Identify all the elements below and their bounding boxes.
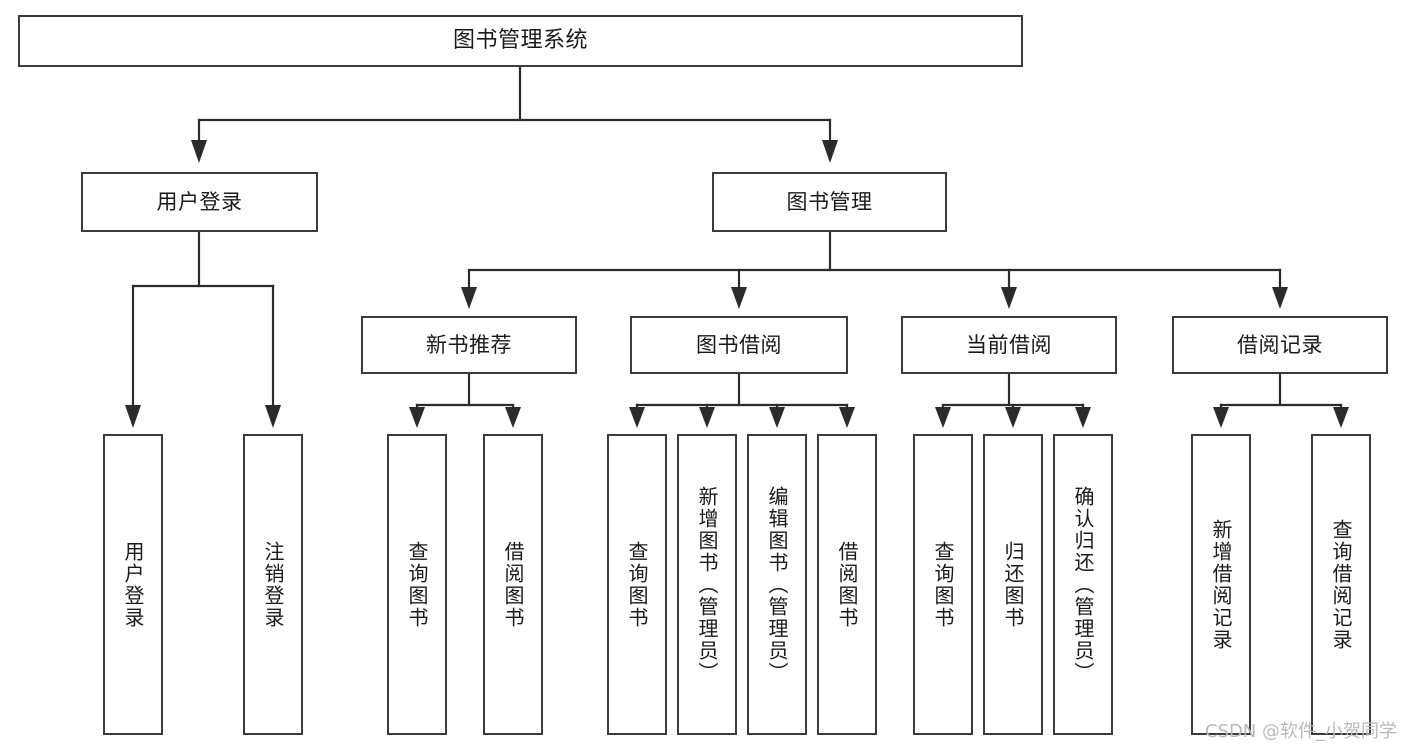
arrowhead-leaf-return-book	[1005, 407, 1021, 428]
node-book-borrow[interactable]: 图书借阅	[630, 316, 848, 374]
arrowhead-leaf-query-record	[1333, 407, 1349, 428]
node-leaf-borrow-book[interactable]: 借阅图书	[817, 434, 877, 735]
node-leaf-add-borrow-record[interactable]: 新增借阅记录	[1191, 434, 1251, 735]
node-root-system[interactable]: 图书管理系统	[18, 15, 1023, 67]
node-leaf-query-book-rec[interactable]: 查询图书	[387, 434, 447, 735]
node-label: 确认归还（管理员）	[1071, 485, 1095, 684]
node-label: 注销登录	[261, 540, 285, 629]
node-label: 编辑图书（管理员）	[765, 485, 789, 684]
arrowhead-leaf-user-login	[125, 405, 141, 428]
node-label: 图书管理	[786, 189, 873, 214]
node-leaf-query-book-borrow[interactable]: 查询图书	[607, 434, 667, 735]
node-label: 图书借阅	[696, 332, 782, 357]
node-label: 用户登录	[156, 189, 243, 214]
node-leaf-return-book[interactable]: 归还图书	[983, 434, 1043, 735]
arrowhead-user-login	[191, 140, 207, 163]
node-label: 查询图书	[625, 540, 649, 629]
arrowhead-borrow-record	[1272, 287, 1288, 309]
node-label: 新增图书（管理员）	[695, 485, 719, 684]
node-leaf-logout[interactable]: 注销登录	[243, 434, 303, 735]
node-leaf-user-login[interactable]: 用户登录	[103, 434, 163, 735]
arrowhead-leaf-confirm-return	[1075, 407, 1091, 428]
node-user-login[interactable]: 用户登录	[81, 172, 318, 232]
arrowhead-leaf-borrow-book-2	[839, 407, 855, 428]
arrowhead-leaf-edit-book	[769, 407, 785, 428]
node-leaf-confirm-return-admin[interactable]: 确认归还（管理员）	[1053, 434, 1113, 735]
arrowhead-leaf-query-book-2	[629, 407, 645, 428]
node-leaf-borrow-book-rec[interactable]: 借阅图书	[483, 434, 543, 735]
arrowhead-leaf-add-book	[699, 407, 715, 428]
arrowhead-leaf-logout	[265, 405, 281, 428]
node-label: 新书推荐	[426, 332, 512, 357]
node-leaf-edit-book-admin[interactable]: 编辑图书（管理员）	[747, 434, 807, 735]
node-label: 当前借阅	[966, 332, 1052, 357]
arrowhead-leaf-borrow-book-1	[505, 407, 521, 428]
node-current-borrow[interactable]: 当前借阅	[901, 316, 1117, 374]
node-label: 查询借阅记录	[1329, 518, 1353, 651]
arrowhead-current-borrow	[1001, 287, 1017, 309]
node-leaf-query-book-current[interactable]: 查询图书	[913, 434, 973, 735]
arrowhead-leaf-query-book-3	[935, 407, 951, 428]
node-new-book-recommendation[interactable]: 新书推荐	[361, 316, 577, 374]
node-label: 借阅记录	[1237, 332, 1323, 357]
node-label: 查询图书	[931, 540, 955, 629]
arrowhead-book-mgmt	[822, 140, 838, 163]
node-label: 查询图书	[405, 540, 429, 629]
node-label: 归还图书	[1001, 540, 1025, 629]
node-label: 借阅图书	[835, 540, 859, 629]
arrowhead-book-borrow	[731, 287, 747, 309]
node-leaf-query-borrow-record[interactable]: 查询借阅记录	[1311, 434, 1371, 735]
node-label: 用户登录	[121, 540, 145, 629]
node-label: 图书管理系统	[452, 28, 588, 54]
csdn-watermark: CSDN @软件_小贺同学	[1204, 721, 1397, 742]
arrowhead-leaf-query-book-1	[409, 407, 425, 428]
node-label: 借阅图书	[501, 540, 525, 629]
arrowhead-new-book-rec	[461, 287, 477, 309]
node-label: 新增借阅记录	[1209, 518, 1233, 651]
arrowhead-leaf-add-record	[1213, 407, 1229, 428]
node-book-management[interactable]: 图书管理	[712, 172, 947, 232]
node-borrow-record[interactable]: 借阅记录	[1172, 316, 1388, 374]
node-leaf-add-book-admin[interactable]: 新增图书（管理员）	[677, 434, 737, 735]
